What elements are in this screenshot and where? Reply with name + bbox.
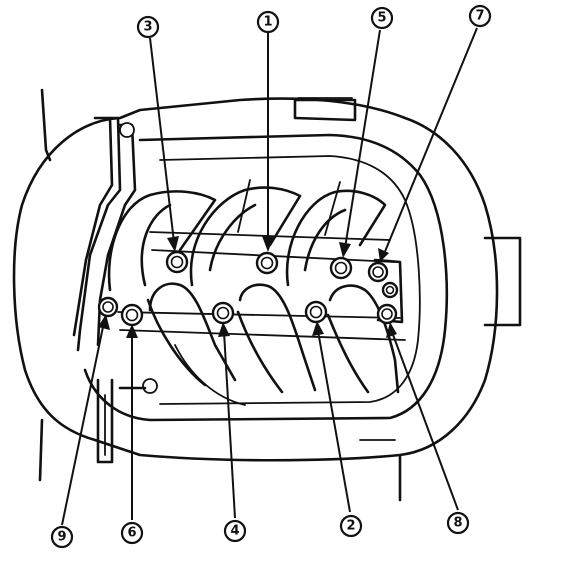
callout-9-label: 9 [57,530,66,545]
callout-3-label: 3 [143,20,152,35]
leader-2 [317,330,351,513]
arrow-5 [339,242,351,258]
band-lower-bottom [119,329,406,341]
arrow-9 [98,314,110,330]
callout-3: 3 [136,15,160,39]
flange-upper-stud [119,122,135,138]
lower-runner-1 [148,282,237,382]
upper-runner-divider-b [324,181,341,236]
flange-upper-edge [76,116,122,352]
bolt-2 [304,300,328,324]
bolt-7 [367,261,389,283]
upper-runner-3 [285,189,387,287]
callout-4-label: 4 [230,524,239,539]
upper-runner-divider-a [237,179,251,233]
arrow-6 [126,324,138,338]
callout-1-label: 1 [263,15,272,30]
left-post-line [40,88,52,162]
callout-7: 7 [468,4,492,28]
lower-runner-3 [328,284,400,394]
callout-9: 9 [50,525,74,549]
plenum-inner-outline [159,155,421,405]
leader-8 [391,331,459,511]
arrow-2 [312,321,324,336]
leader-3 [149,37,175,243]
flange-lower-block [96,378,114,464]
callout-8: 8 [446,511,470,535]
callout-5-label: 5 [377,11,386,26]
callout-7-label: 7 [475,9,484,24]
upper-runner-1-inner [140,203,172,287]
leader-4 [223,331,236,519]
arrow-8 [386,322,397,338]
callout-6: 6 [120,521,144,545]
callout-1: 1 [256,10,280,34]
callouts: 1 2 3 4 5 6 7 8 [50,4,492,549]
bolt-9 [97,296,119,318]
bolt-4 [211,301,235,325]
bolt-8 [376,303,398,325]
lower-runner-2 [238,283,317,392]
upper-runners [107,179,387,292]
left-flange [72,116,158,464]
callout-6-label: 6 [127,526,136,541]
fitting-port-upper-center [385,285,395,295]
flange-inner-edge [72,116,114,337]
top-bracket [293,98,357,122]
lower-runner-2-outer [236,310,284,394]
lower-runner-lip-1 [174,344,246,406]
bolts [97,250,398,327]
callout-2: 2 [339,514,363,538]
leader-lines [61,27,478,526]
flange-lower-stud [142,378,158,394]
bolt-1 [255,251,279,275]
band-lower-top [117,311,401,319]
engine-housing [12,88,522,502]
callout-2-label: 2 [346,519,355,534]
callout-4: 4 [223,519,247,543]
lower-runner-3-outer [326,313,370,394]
leader-9 [61,321,105,526]
arrow-3 [167,236,179,252]
bolt-5 [329,256,353,280]
lower-runner-1-outer [146,298,207,387]
callout-8-label: 8 [453,516,462,531]
leader-5 [344,29,381,249]
arrow-1 [262,236,274,252]
upper-runner-2-inner [208,203,257,272]
lower-runners [146,282,400,406]
bolt-3 [165,250,189,274]
upper-runner-3-inner [303,208,347,272]
upper-runner-1 [107,190,217,292]
throttle-body-stub [483,236,522,327]
leader-7 [383,27,478,255]
bolt-6 [120,303,144,327]
upper-runner-2 [189,186,302,287]
arrow-7 [378,248,389,262]
arrow-4 [218,322,230,337]
callout-5: 5 [370,6,394,30]
left-leg [38,418,44,482]
plenum-outline [83,133,449,422]
